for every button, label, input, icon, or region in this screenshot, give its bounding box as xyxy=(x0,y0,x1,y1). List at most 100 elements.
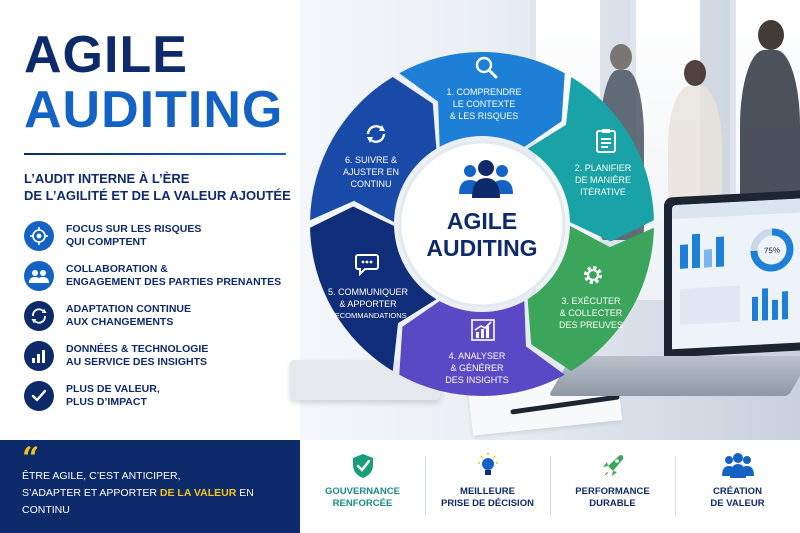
step-6-line3: CONTINU xyxy=(350,179,392,189)
cycle-icon xyxy=(366,125,386,143)
wheel-center-title: AGILE AUDITING xyxy=(397,208,567,262)
wheel-segment-5 xyxy=(310,206,437,372)
wheel-segment-3 xyxy=(527,225,654,372)
feature-item: DONNÉES & TECHNOLOGIE AU SERVICE DES INS… xyxy=(24,336,304,376)
benefit-item: CRÉATION DE VALEUR xyxy=(675,440,800,533)
benefit-item: GOUVERNANCE RENFORCÉE xyxy=(300,440,425,533)
center-title-line1: AGILE xyxy=(446,208,518,234)
quote-mark: “ xyxy=(22,441,40,476)
benefit-label-line1: MEILLEURE xyxy=(460,486,515,497)
feature-item: PLUS DE VALEUR, PLUS D’IMPACT xyxy=(24,376,304,416)
step-3-label: 3. EXÉCUTER & COLLECTER DES PREUVES xyxy=(536,295,646,331)
step-6-label: 6. SUIVRE & AJUSTER EN CONTINU xyxy=(316,154,426,190)
growth-chart-icon xyxy=(471,319,495,341)
feature-label-line2: AU SERVICE DES INSIGHTS xyxy=(66,356,208,368)
benefit-label: GOUVERNANCE RENFORCÉE xyxy=(325,486,400,510)
gear-icon xyxy=(584,266,602,284)
step-6-line2: AJUSTER EN xyxy=(342,167,399,177)
team-icon xyxy=(459,160,513,198)
speech-bubble-icon xyxy=(355,254,379,276)
feature-label-line1: PLUS DE VALEUR, xyxy=(66,383,160,395)
magnifier-icon xyxy=(475,56,498,79)
benefit-item: MEILLEURE PRISE DE DÉCISION xyxy=(425,440,550,533)
benefit-label-line1: GOUVERNANCE xyxy=(325,486,400,497)
step-3-title: 3. EXÉCUTER xyxy=(561,296,621,306)
quote-text: ÊTRE AGILE, C’EST ANTICIPER, S’ADAPTER E… xyxy=(22,468,302,519)
feature-list: FOCUS SUR LES RISQUES QUI COMPTENT COLLA… xyxy=(24,216,304,416)
benefit-label-line2: DURABLE xyxy=(589,498,636,509)
step-6-title: 6. SUIVRE & xyxy=(344,155,398,165)
step-3-line2: & COLLECTER xyxy=(559,308,623,318)
benefit-label: MEILLEURE PRISE DE DÉCISION xyxy=(441,486,534,510)
benefit-label: PERFORMANCE DURABLE xyxy=(575,486,649,510)
feature-label-line1: FOCUS SUR LES RISQUES xyxy=(66,223,202,235)
feature-item: COLLABORATION & ENGAGEMENT DES PARTIES P… xyxy=(24,256,304,296)
feature-label-line2: ENGAGEMENT DES PARTIES PRENANTES xyxy=(66,276,282,288)
subtitle-line2: DE L’AGILITÉ ET DE LA VALEUR AJOUTÉE xyxy=(24,188,291,203)
people-icon xyxy=(24,261,54,291)
wheel-segment-1 xyxy=(399,52,565,147)
process-wheel xyxy=(296,48,668,405)
bar-chart-icon xyxy=(24,341,54,371)
page-title: AGILE AUDITING xyxy=(24,28,283,138)
wheel-segment-2 xyxy=(527,76,654,242)
center-title-line2: AUDITING xyxy=(426,235,538,261)
quote-line2-end: EN CONTINU xyxy=(22,487,254,516)
benefits-bar: GOUVERNANCE RENFORCÉE MEILLEURE PRISE DE… xyxy=(300,440,800,533)
step-1-line2: LE CONTEXTE xyxy=(452,99,516,109)
step-2-label: 2. PLANIFIER DE MANIÈRE ITÉRATIVE xyxy=(548,162,658,198)
benefit-label-line2: PRISE DE DÉCISION xyxy=(441,498,534,509)
wheel-segment-4 xyxy=(399,301,565,397)
feature-label: PLUS DE VALEUR, PLUS D’IMPACT xyxy=(66,383,160,409)
benefit-item: PERFORMANCE DURABLE xyxy=(550,440,675,533)
feature-label: FOCUS SUR LES RISQUES QUI COMPTENT xyxy=(66,223,201,249)
lightbulb-icon xyxy=(477,453,498,475)
step-5-label: 5. COMMUNIQUER & APPORTER RECOMMANDATION… xyxy=(313,286,423,322)
feature-label: COLLABORATION & ENGAGEMENT DES PARTIES P… xyxy=(66,263,281,289)
target-icon xyxy=(24,221,54,251)
checklist-icon xyxy=(596,129,616,153)
quote-line2-start: S’ADAPTER ET APPORTER xyxy=(22,487,160,499)
laptop-dashboard: 75% xyxy=(672,198,800,350)
feature-label-line1: ADAPTATION CONTINUE xyxy=(66,303,192,315)
title-line1: AGILE xyxy=(24,26,188,84)
title-line2: AUDITING xyxy=(24,81,284,139)
benefit-label-line2: DE VALEUR xyxy=(710,498,765,509)
step-5-title: 5. COMMUNIQUER xyxy=(327,287,408,297)
check-icon xyxy=(24,381,54,411)
feature-item: FOCUS SUR LES RISQUES QUI COMPTENT xyxy=(24,216,304,256)
feature-label-line1: DONNÉES & TECHNOLOGIE xyxy=(66,343,209,355)
quote-highlight: DE LA VALEUR xyxy=(159,487,237,499)
step-1-title: 1. COMPRENDRE xyxy=(446,87,522,97)
benefit-label-line1: PERFORMANCE xyxy=(575,486,650,497)
rocket-icon xyxy=(602,455,623,476)
step-3-line3: DES PREUVES xyxy=(558,320,624,330)
feature-label-line2: QUI COMPTENT xyxy=(66,236,147,248)
step-4-title: 4. ANALYSER xyxy=(448,351,506,361)
feature-label-line1: COLLABORATION & xyxy=(66,263,168,275)
step-5-line2: & APPORTER xyxy=(339,299,397,309)
shield-check-icon xyxy=(352,454,373,478)
step-2-line2: DE MANIÈRE xyxy=(574,175,631,185)
process-wheel-graphic xyxy=(310,52,654,397)
quote-panel xyxy=(0,440,300,533)
wheel-center-disc xyxy=(398,140,566,308)
team-icon xyxy=(721,453,754,478)
person-silhouette-head xyxy=(610,44,632,70)
quote-line1: ÊTRE AGILE, C’EST ANTICIPER, xyxy=(22,470,181,482)
benefit-label-line1: CRÉATION xyxy=(713,486,762,497)
step-4-label: 4. ANALYSER & GÉNÉRER DES INSIGHTS xyxy=(422,350,532,386)
step-4-line3: DES INSIGHTS xyxy=(445,375,509,385)
step-1-label: 1. COMPRENDRE LE CONTEXTE & LES RISQUES xyxy=(429,86,539,122)
person-silhouette-head xyxy=(758,20,784,50)
step-2-title: 2. PLANIFIER xyxy=(574,163,632,173)
step-5-line3: RECOMMANDATIONS xyxy=(329,311,407,320)
feature-label: ADAPTATION CONTINUE AUX CHANGEMENTS xyxy=(66,303,191,329)
step-4-line2: & GÉNÉRER xyxy=(450,363,504,373)
page-subtitle: L’AUDIT INTERNE À L’ÈRE DE L’AGILITÉ ET … xyxy=(24,170,304,204)
laptop-screen: 75% xyxy=(664,190,800,358)
wheel-segment-6 xyxy=(310,76,437,223)
feature-item: ADAPTATION CONTINUE AUX CHANGEMENTS xyxy=(24,296,304,336)
dashboard-graphics: 75% xyxy=(672,198,800,325)
